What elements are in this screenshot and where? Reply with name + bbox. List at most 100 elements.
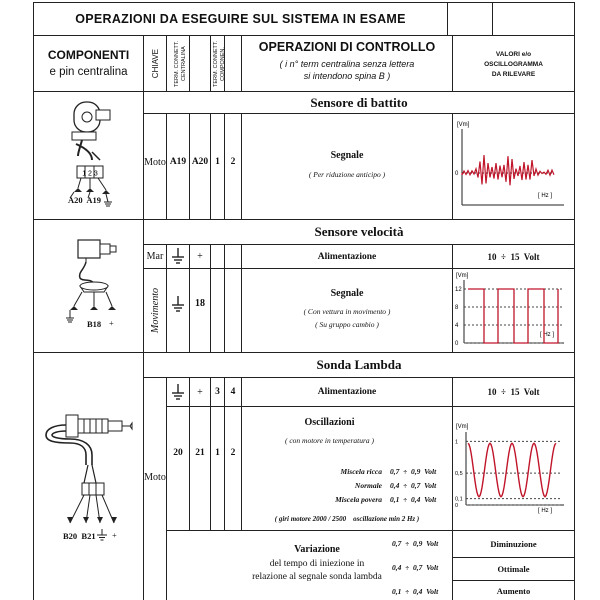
speed-op-row2: Segnale: [330, 288, 364, 299]
col-header-values-line1: VALORI e/o: [495, 51, 532, 58]
speed-scope-unit-y: [Vm]: [456, 273, 469, 279]
knock-term-comp-a: 1: [215, 157, 220, 167]
col-header-operations-note1: ( i n° term centralina senza lettera: [279, 59, 415, 69]
speed-oscillogram: [Vm] [ Hz ] 12 8 4 0: [455, 273, 564, 347]
lambda-ground-icon-row1: [167, 382, 189, 402]
mixture-lean-label: Miscela povera: [335, 495, 382, 504]
mixture-normal-label: Normale: [354, 481, 382, 490]
lambda-term-plus-row1: +: [197, 386, 203, 398]
speed-plus-label: +: [109, 318, 114, 328]
col-header-values-line2: OSCILLOGRAMMA: [484, 61, 543, 68]
lambda-term-cent-b-row2: 21: [195, 448, 205, 458]
col-header-values: VALORI e/o OSCILLOGRAMMA DA RILEVARE: [453, 50, 574, 80]
knock-oscillogram: [Vm] 0 [ Hz ]: [455, 122, 564, 206]
knock-op: Segnale: [330, 150, 364, 161]
page-title: OPERAZIONI DA ESEGUIRE SUL SISTEMA IN ES…: [75, 12, 406, 26]
col-header-components-line1: COMPONENTI: [47, 48, 130, 62]
lambda-scope-tick-3: 0: [455, 503, 458, 509]
lambda-term-cent-a-row2: 20: [173, 448, 183, 458]
speed-op-row2-note2: ( Su gruppo cambio ): [315, 320, 379, 329]
lambda-op-row3-line2: del tempo di iniezione in: [269, 559, 365, 569]
lambda-key-row2: Moto: [144, 471, 166, 483]
lambda-waveform: [467, 442, 557, 498]
lambda-op-row3-line1: Variazione: [294, 544, 340, 555]
speed-scope-tick-3: 0: [455, 341, 459, 347]
col-header-operations-note2: si intendono spina B ): [303, 71, 391, 81]
knock-sensor-drawing: 1 2 3: [69, 101, 112, 207]
knock-op-note: ( Per riduzione anticipo ): [308, 170, 386, 179]
col-header-key-label: CHIAVE: [150, 48, 160, 79]
mixture-normal-range: 0,4 ÷ 0,7 Volt: [390, 481, 437, 490]
col-header-key: CHIAVE: [144, 36, 166, 91]
lambda-term-comp-b-row1: 4: [230, 387, 236, 397]
lambda-row3-range-3: 0,1 ÷ 0,4 Volt: [392, 587, 439, 596]
speed-scope-tick-0: 12: [455, 287, 462, 293]
lambda-row3-result-1: Diminuzione: [490, 539, 537, 549]
speed-key-row2: Movimento: [144, 270, 166, 350]
lambda-scope-tick-2: 0,1: [455, 497, 463, 503]
mixture-rich-label: Miscela ricca: [340, 467, 382, 476]
lambda-term-comp-a-row1: 3: [215, 387, 220, 397]
mixture-lean-range: 0,1 ÷ 0,4 Volt: [390, 495, 437, 504]
speed-scope-tick-1: 8: [455, 305, 459, 311]
lambda-row3-range-1: 0,7 ÷ 0,9 Volt: [392, 539, 439, 548]
col-header-term-cent: TERM. CONNETT. CENTRALINA: [167, 36, 210, 91]
speed-term-plus-row1: +: [197, 250, 203, 262]
lambda-op-row3-line3: relazione al segnale sonda lambda: [252, 572, 382, 582]
knock-term-cent-a: A19: [169, 157, 187, 167]
lambda-op-row2: Oscillazioni: [304, 417, 355, 428]
knock-scope-unit-y: [Vm]: [457, 122, 470, 128]
knock-connector-pins: 1 2 3: [82, 171, 98, 178]
col-header-operations: OPERAZIONI DI CONTROLLO ( i n° term cent…: [242, 40, 452, 81]
knock-key: Moto: [144, 156, 166, 168]
section-title-speed: Sensore velocità: [314, 224, 404, 239]
title-box-1: [448, 3, 492, 35]
lambda-pins-label: B20 B21: [63, 531, 96, 541]
col-header-values-line3: DA RILEVARE: [491, 71, 536, 78]
speed-sensor-drawing: [66, 239, 117, 323]
knock-scope-zero: 0: [455, 171, 459, 177]
speed-term-cent-row2: 18: [195, 297, 205, 309]
lambda-scope-tick-0: 1: [455, 439, 458, 445]
col-header-operations-title: OPERAZIONI DI CONTROLLO: [258, 40, 436, 54]
knock-scope-unit-x: [ Hz ]: [538, 193, 552, 199]
col-header-term-comp: TERM. CONNETT. COMPONEN.: [211, 36, 241, 91]
speed-ground-icon-row2: [167, 294, 189, 314]
lambda-scope-unit-y: [Vm]: [456, 424, 469, 430]
speed-waveform: [468, 288, 559, 344]
speed-scope-unit-x: [ Hz ]: [540, 332, 554, 338]
mixture-rich-range: 0,7 ÷ 0,9 Volt: [390, 467, 437, 476]
col-header-term-cent-label: TERM. CONNETT. CENTRALINA: [173, 40, 187, 87]
speed-pins-label: B18: [87, 319, 102, 329]
lambda-term-comp-b-row2: 2: [230, 448, 236, 458]
lambda-row3-range-2: 0,4 ÷ 0,7 Volt: [392, 563, 439, 572]
speed-op-row2-note1: ( Con vettura in movimento ): [303, 307, 391, 316]
section-title-knock: Sensore di battito: [310, 94, 408, 110]
speed-ground-icon-row1: [167, 246, 189, 266]
lambda-row3-result-3: Aumento: [496, 585, 531, 596]
lambda-op-row2-note: ( con motore in temperatura ): [284, 436, 375, 445]
lambda-ground-icon: [96, 528, 108, 546]
lambda-op-row1: Alimentazione: [317, 387, 377, 397]
lambda-plus-label: +: [112, 530, 117, 540]
speed-op-row1: Alimentazione: [317, 251, 377, 262]
lambda-rpm-note: ( giri motore 2000 / 2500 oscillazione m…: [274, 515, 420, 523]
lambda-scope-unit-x: [ Hz ]: [538, 508, 552, 514]
col-header-components-line2: e pin centralina: [49, 66, 128, 78]
speed-value-row1: 10 ÷ 15 Volt: [487, 251, 540, 262]
knock-term-comp-b: 2: [230, 157, 236, 167]
col-header-components: COMPONENTI e pin centralina: [34, 47, 143, 81]
lambda-sensor-drawing: [45, 414, 133, 524]
knock-term-cent-b: A20: [191, 157, 209, 167]
lambda-term-comp-a-row2: 1: [215, 448, 220, 458]
speed-key-row1: Mar: [146, 250, 164, 262]
lambda-row3-result-2: Ottimale: [497, 564, 530, 574]
lambda-value-row1: 10 ÷ 15 Volt: [487, 387, 540, 397]
col-header-term-comp-label: TERM. CONNETT. COMPONEN.: [213, 40, 226, 87]
section-title-lambda: Sonda Lambda: [316, 357, 402, 372]
title-box-2: [493, 3, 574, 35]
lambda-scope-tick-1: 0,5: [455, 471, 463, 477]
knock-waveform: [461, 155, 555, 186]
lambda-oscillogram: [Vm] [ Hz ] 1 0,5 0,10: [455, 424, 564, 514]
speed-scope-tick-2: 4: [455, 323, 459, 329]
